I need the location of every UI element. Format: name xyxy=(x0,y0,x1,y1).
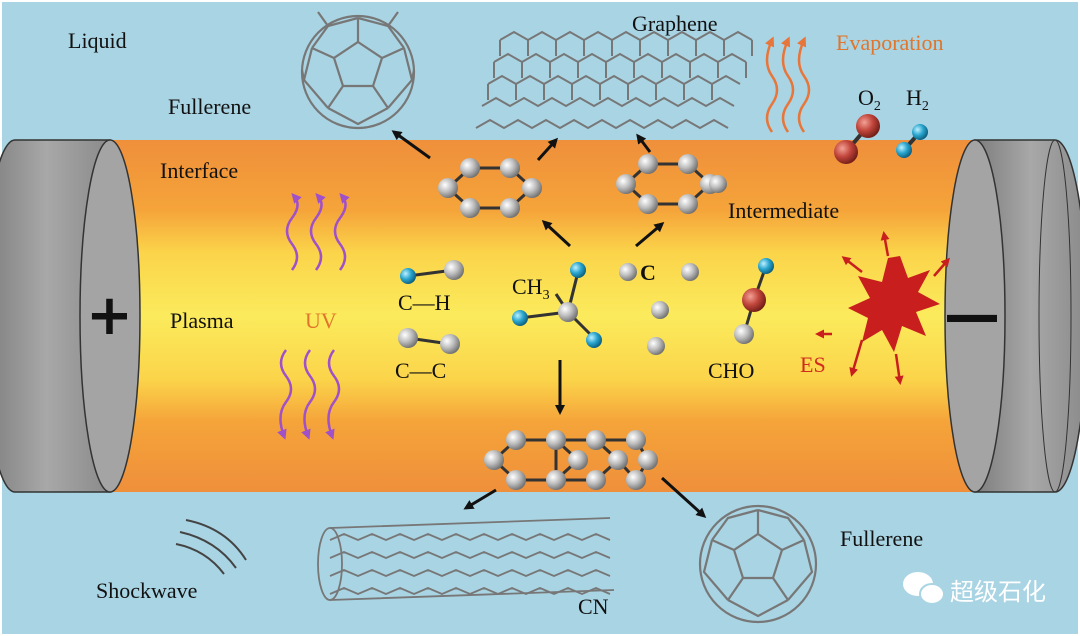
graphene-sheet xyxy=(475,30,753,129)
carbon-label: C xyxy=(640,260,656,285)
ring-intermediate-bottom xyxy=(484,430,658,490)
graphene-label: Graphene xyxy=(632,11,718,36)
anode-plus-symbol: + xyxy=(86,283,133,348)
cho-label: CHO xyxy=(708,358,755,383)
uv-label: UV xyxy=(305,308,337,333)
electric-shock-burst xyxy=(815,231,950,385)
interface-label: Interface xyxy=(160,158,239,183)
ch3-radical xyxy=(512,262,602,348)
ch3-label: CH3 xyxy=(512,274,550,303)
evaporation-label: Evaporation xyxy=(836,30,944,55)
liquid-label: Liquid xyxy=(68,28,127,53)
anode-electrode xyxy=(0,139,141,493)
shockwave-label: Shockwave xyxy=(96,578,198,603)
ch-label: C—H xyxy=(398,290,451,315)
wechat-icon xyxy=(903,572,945,605)
cho-fragment xyxy=(734,258,774,344)
cn-label: CN xyxy=(578,594,609,619)
fullerene-bottom-label: Fullerene xyxy=(840,526,924,551)
hydrogen-molecule xyxy=(896,124,928,158)
fullerene-top-label: Fullerene xyxy=(168,94,252,119)
ring-intermediate-right xyxy=(616,154,727,214)
evaporation-waves xyxy=(764,36,811,133)
ring-intermediate-left xyxy=(438,158,542,218)
cathode-minus-symbol: — xyxy=(944,283,1000,348)
carbon-nanotube xyxy=(317,517,615,601)
cc-fragment xyxy=(398,328,460,354)
reaction-arrows xyxy=(391,130,707,519)
h2-label: H2 xyxy=(906,85,929,114)
intermediate-label: Intermediate xyxy=(728,198,840,223)
plasma-label: Plasma xyxy=(170,308,234,333)
watermark-text: 超级石化 xyxy=(950,578,1046,606)
es-label: ES xyxy=(800,352,826,377)
uv-waves xyxy=(277,193,350,440)
shockwave-arcs xyxy=(175,519,247,575)
fullerene-top-molecule xyxy=(300,11,416,130)
cc-label: C—C xyxy=(395,358,447,383)
ch-fragment xyxy=(400,260,464,284)
cathode-electrode xyxy=(944,139,1080,493)
fullerene-bottom-molecule xyxy=(698,504,818,624)
o2-label: O2 xyxy=(858,85,881,114)
carbon-atoms xyxy=(619,263,699,355)
oxygen-molecule xyxy=(834,114,880,164)
